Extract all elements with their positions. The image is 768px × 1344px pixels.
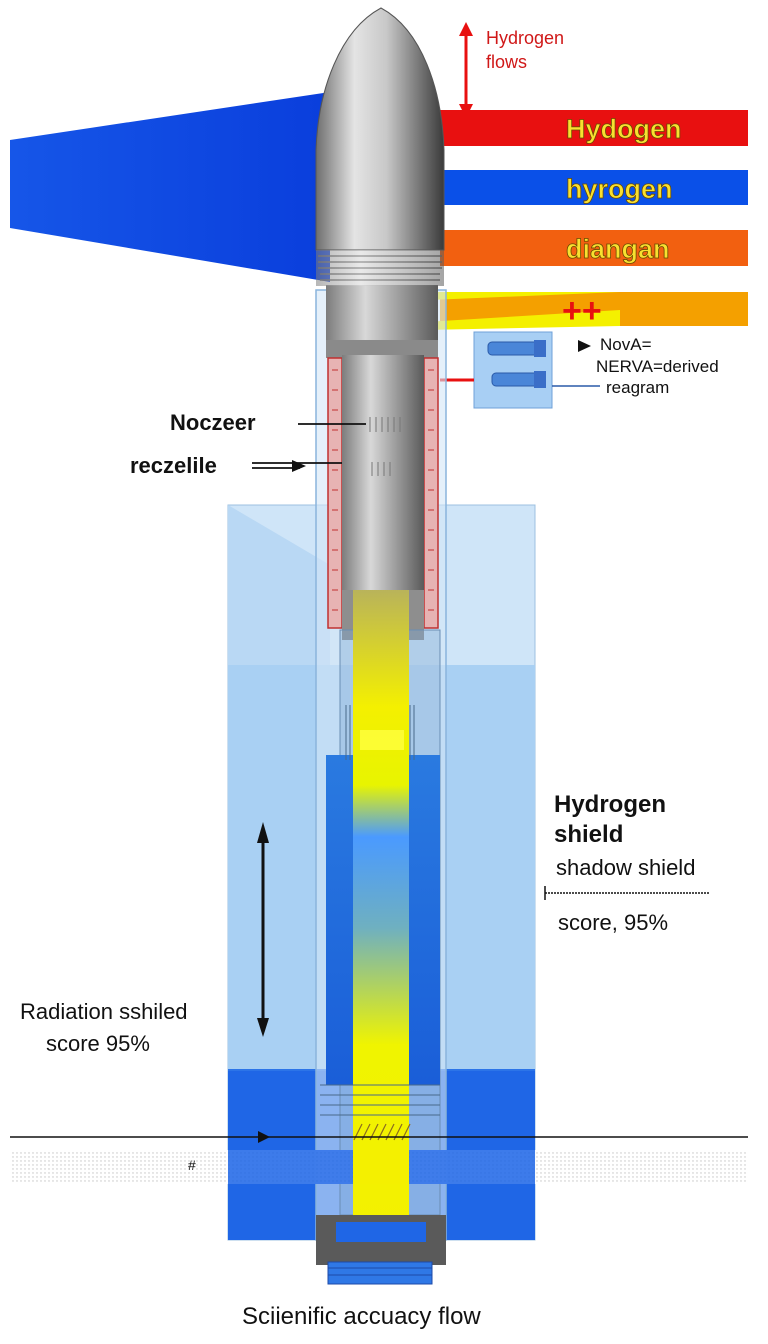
shadow-shield-label: shadow shield: [556, 855, 695, 880]
band-red-label: Hydogen: [566, 114, 682, 144]
band-orange: [440, 230, 748, 266]
nose-cone: [315, 7, 445, 251]
reactor-body: [342, 355, 424, 595]
shield-title-2: shield: [554, 821, 623, 848]
hydrogen-intake-ribbon: [10, 92, 330, 282]
nozzle-base: [327, 1261, 433, 1285]
shield-title-1: Hydrogen: [554, 791, 666, 818]
radiation-label-2: score 95%: [46, 1031, 150, 1056]
reflector-right: [423, 357, 439, 629]
hydrogen-flows-label-2: flows: [486, 52, 527, 72]
reflector-left: [327, 357, 343, 629]
band-blue: [440, 170, 748, 205]
band-blue-label: hyrogen: [566, 174, 673, 204]
nova-line-3: reagram: [606, 378, 669, 397]
bottom-caption: Sciienific accuacy flow: [242, 1303, 481, 1330]
reczelike-label: reczelile: [130, 453, 217, 478]
nova-line-1: NovA=: [600, 335, 652, 354]
band-orange-label: diangan: [566, 234, 670, 264]
radiation-label-1: Radiation sshiled: [20, 999, 188, 1024]
hydrogen-flows-label-1: Hydrogen: [486, 28, 564, 48]
nova-line-2: NERVA=derived: [596, 357, 719, 376]
fuel-core: [353, 590, 409, 1240]
band-amber-label: ++: [562, 292, 602, 330]
hash-mark: #: [188, 1157, 196, 1173]
play-icon: [578, 340, 591, 352]
nozzle-label: Noczeer: [170, 410, 256, 435]
score-right-label: score, 95%: [558, 910, 668, 935]
band-red: [420, 110, 748, 146]
